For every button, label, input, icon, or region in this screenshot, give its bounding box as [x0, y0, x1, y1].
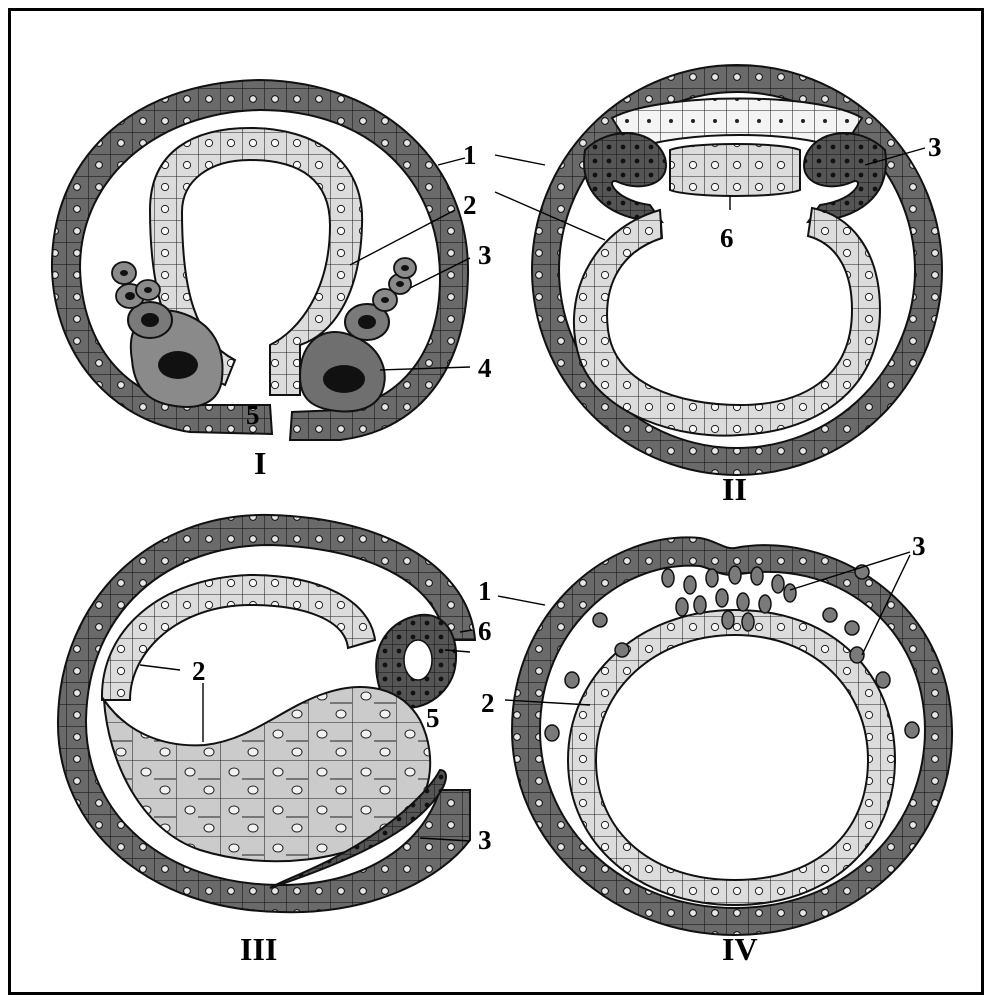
panel-III-inner-layer: [102, 575, 375, 700]
panel-II-notochord: [670, 144, 800, 196]
panel-I-title: I: [254, 445, 266, 481]
panel-II-label-3: 3: [928, 132, 942, 162]
panel-III-label-1: 1: [478, 576, 492, 606]
panel-II-title: II: [722, 471, 747, 507]
panel-II-label-6: 6: [720, 223, 734, 253]
panel-III-title: III: [240, 931, 277, 967]
panel-II: 3 6 II: [495, 65, 942, 507]
panel-I-label-4: 4: [478, 353, 492, 383]
panel-I-label-3: 3: [478, 240, 492, 270]
panel-IV-label-3: 3: [912, 531, 926, 561]
panel-I-label-1: 1: [463, 140, 477, 170]
panel-III-label-2a: 2: [192, 656, 206, 686]
panel-I: 1 2 3 4 5 I: [52, 80, 492, 481]
panel-IV-title: IV: [722, 931, 758, 967]
panel-III: 1 2 3 5 6 III: [58, 515, 492, 967]
panel-IV: 3 2 IV: [481, 531, 952, 967]
panel-III-label-5: 5: [426, 703, 440, 733]
panel-IV-label-2: 2: [481, 688, 495, 718]
panel-I-label-2: 2: [463, 190, 477, 220]
panel-I-label-5: 5: [246, 400, 260, 430]
panel-III-label-3: 3: [478, 825, 492, 855]
panel-III-label-6: 6: [478, 616, 492, 646]
